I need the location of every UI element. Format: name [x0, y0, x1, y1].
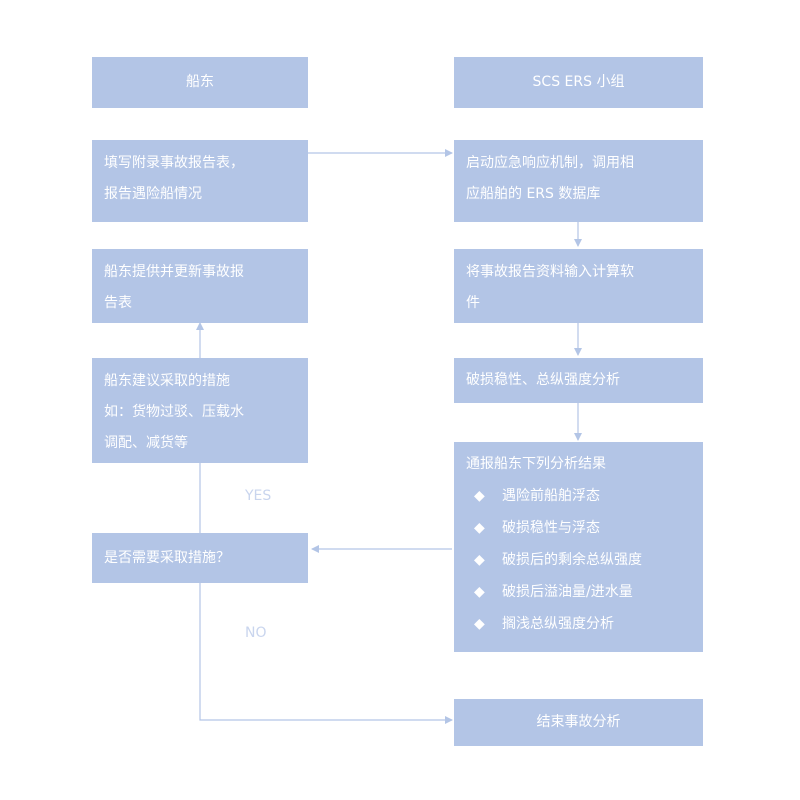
- no-label: NO: [245, 625, 267, 641]
- result-item-label: 搁浅总纵强度分析: [502, 616, 614, 632]
- report-form-line-2: 报告遇险船情况: [104, 186, 202, 202]
- update-report-line-1: 船东提供并更新事故报: [104, 264, 244, 280]
- result-item-label: 破损后溢油量/进水量: [502, 584, 633, 600]
- update-report-box: 船东提供并更新事故报 告表: [92, 249, 308, 323]
- result-item-label: 遇险前船舶浮态: [502, 488, 600, 504]
- suggest-measures-line-1: 船东建议采取的措施: [104, 373, 230, 389]
- report-form-box: 填写附录事故报告表， 报告遇险船情况: [92, 140, 308, 222]
- suggest-measures-box: 船东建议采取的措施 如：货物过驳、压载水 调配、减货等: [92, 358, 308, 463]
- result-item: ◆ 破损稳性与浮态: [466, 512, 691, 544]
- shipowner-header: 船东: [92, 57, 308, 108]
- start-response-line-1: 启动应急响应机制，调用相: [466, 155, 634, 171]
- diamond-bullet-icon: ◆: [474, 488, 485, 504]
- scs-ers-team-header: SCS ERS 小组: [454, 57, 703, 108]
- suggest-measures-line-3: 调配、减货等: [104, 435, 188, 451]
- damage-analysis-label: 破损稳性、总纵强度分析: [466, 372, 620, 388]
- notify-results-box: 通报船东下列分析结果 ◆ 遇险前船舶浮态 ◆ 破损稳性与浮态 ◆ 破损后的剩余总…: [454, 442, 703, 652]
- suggest-measures-line-2: 如：货物过驳、压载水: [104, 404, 244, 420]
- diamond-bullet-icon: ◆: [474, 584, 485, 600]
- diamond-bullet-icon: ◆: [474, 552, 485, 568]
- update-report-line-2: 告表: [104, 295, 132, 311]
- end-analysis-box: 结束事故分析: [454, 699, 703, 746]
- input-software-box: 将事故报告资料输入计算软 件: [454, 249, 703, 323]
- start-response-box: 启动应急响应机制，调用相 应船舶的 ERS 数据库: [454, 140, 703, 222]
- result-item: ◆ 搁浅总纵强度分析: [466, 608, 691, 640]
- decision-box: 是否需要采取措施？: [92, 533, 308, 583]
- input-software-line-1: 将事故报告资料输入计算软: [466, 264, 634, 280]
- diamond-bullet-icon: ◆: [474, 616, 485, 632]
- end-analysis-label: 结束事故分析: [536, 714, 621, 730]
- result-item-label: 破损后的剩余总纵强度: [502, 552, 642, 568]
- result-item: ◆ 破损后的剩余总纵强度: [466, 544, 691, 576]
- notify-results-title: 通报船东下列分析结果: [466, 456, 606, 472]
- result-item-label: 破损稳性与浮态: [502, 520, 600, 536]
- damage-analysis-box: 破损稳性、总纵强度分析: [454, 358, 703, 403]
- arrow-decision-to-end: [199, 583, 453, 724]
- result-item: ◆ 破损后溢油量/进水量: [466, 576, 691, 608]
- decision-label: 是否需要采取措施？: [104, 550, 230, 566]
- diamond-bullet-icon: ◆: [474, 520, 485, 536]
- start-response-line-2: 应船舶的 ERS 数据库: [466, 186, 601, 202]
- input-software-line-2: 件: [466, 295, 480, 311]
- yes-label: YES: [245, 488, 272, 504]
- result-item: ◆ 遇险前船舶浮态: [466, 480, 691, 512]
- report-form-line-1: 填写附录事故报告表，: [104, 155, 244, 171]
